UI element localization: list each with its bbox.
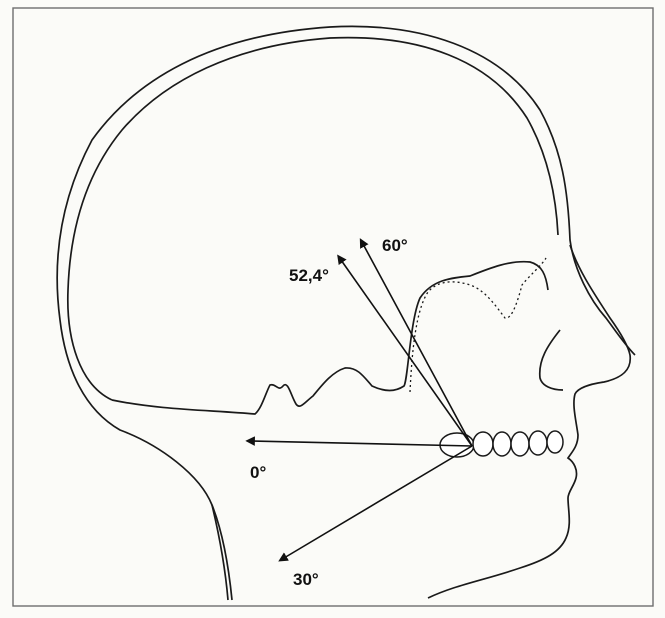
tooth bbox=[529, 431, 547, 455]
tooth bbox=[547, 431, 563, 453]
tooth bbox=[473, 432, 493, 456]
tooth bbox=[493, 432, 511, 456]
label-0-deg: 0° bbox=[250, 463, 266, 482]
label-52-4-deg: 52,4° bbox=[289, 266, 329, 285]
label-60-deg: 60° bbox=[382, 236, 408, 255]
tooth bbox=[511, 432, 529, 456]
label-30-deg: 30° bbox=[293, 570, 319, 589]
